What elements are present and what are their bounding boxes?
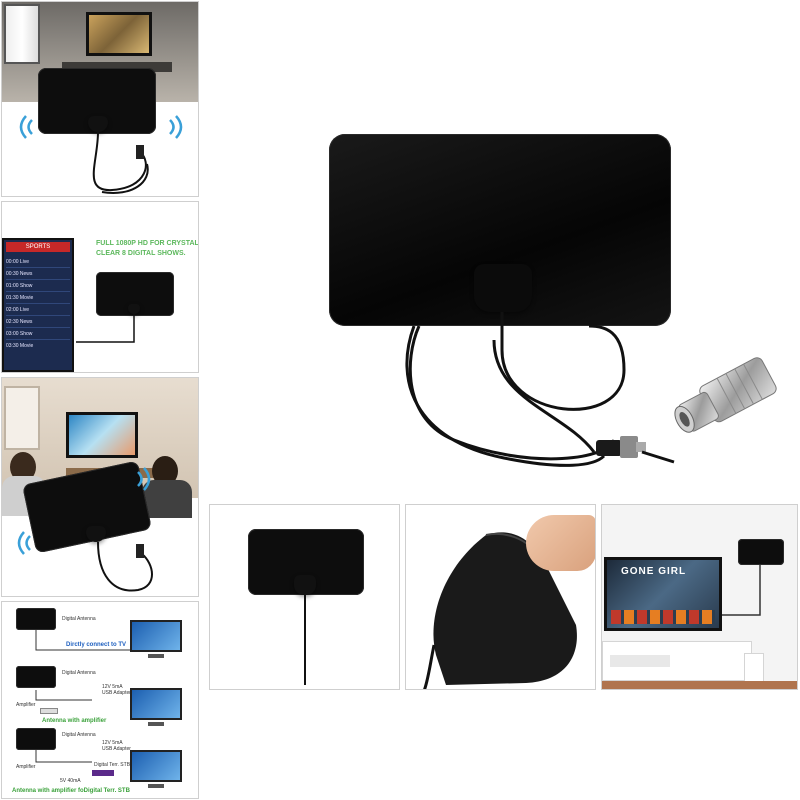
- cabinet-shelf: [610, 655, 670, 667]
- diagram-antenna-1: [16, 608, 56, 630]
- promo-headline-2: CLEAR 8 DIGITAL SHOWS.: [96, 250, 186, 257]
- main-product-image[interactable]: [204, 0, 800, 500]
- diagram-amplifier-label-3: Amplifier: [16, 764, 36, 770]
- wall-tv: [86, 12, 152, 56]
- thumb-antenna-front[interactable]: [209, 504, 400, 690]
- diagram-antenna-label-3: Digital Antenna: [62, 732, 96, 738]
- person-right-body: [142, 480, 192, 520]
- antenna-cable: [97, 541, 153, 592]
- antenna-hub: [128, 304, 140, 314]
- window-frame: [4, 386, 40, 450]
- floor: [602, 681, 797, 689]
- diagram-power-label-3: 5V 40mA: [60, 778, 81, 784]
- antenna-hub: [474, 264, 532, 312]
- antenna-hub: [88, 116, 108, 132]
- diagram-antenna-2: [16, 666, 56, 688]
- thumb-flexible-panel[interactable]: [405, 504, 596, 690]
- guide-row: 00:30 News: [6, 268, 70, 280]
- diagram-antenna-label-1: Digital Antenna: [62, 616, 96, 622]
- movie-title: GONE GIRL: [621, 566, 687, 577]
- diagram-adapter-label-2a: 12V 5mA: [102, 684, 123, 690]
- antenna-cable: [92, 131, 149, 194]
- thumb-family-tv[interactable]: [1, 377, 199, 597]
- diagram-tv-base-2: [148, 722, 164, 726]
- guide-row: 00:00 Live: [6, 256, 70, 268]
- signal-wave-icon: [169, 115, 183, 139]
- diagram-adapter-label-3a: 12V 5mA: [102, 740, 123, 746]
- antenna-panel: [738, 539, 784, 565]
- diagram-tv-3: [130, 750, 182, 782]
- thumb-channel-guide[interactable]: SPORTS 00:00 Live 00:30 News 01:00 Show …: [1, 201, 199, 373]
- thumb-living-room[interactable]: [1, 1, 199, 197]
- diagram-antenna-3: [16, 728, 56, 750]
- guide-row: 02:30 News: [6, 316, 70, 328]
- antenna-cable: [722, 565, 761, 616]
- coaxial-connector-icon: [674, 357, 777, 433]
- diagram-amplifier-label-2: Amplifier: [16, 702, 36, 708]
- antenna-hub: [294, 575, 316, 595]
- guide-screen: SPORTS 00:00 Live 00:30 News 01:00 Show …: [2, 238, 74, 372]
- tv-stand: [62, 62, 172, 72]
- diagram-antenna-label-2: Digital Antenna: [62, 670, 96, 676]
- diagram-tv-base-1: [148, 654, 164, 658]
- diagram-caption-2: Antenna with amplifier: [42, 718, 107, 724]
- diagram-stb-3: [92, 770, 114, 776]
- antenna-cable: [304, 595, 306, 685]
- antenna-cable: [76, 314, 135, 343]
- guide-row: 02:00 Live: [6, 304, 70, 316]
- signal-wave-icon: [17, 531, 31, 555]
- signal-wave-icon: [137, 467, 151, 491]
- diagram-stb-label-3: Digital Terr. STB: [94, 762, 131, 768]
- promo-headline-1: FULL 1080P HD FOR CRYSTAL: [96, 240, 199, 247]
- guide-row: 01:00 Show: [6, 280, 70, 292]
- guide-rows: 00:00 Live 00:30 News 01:00 Show 01:30 M…: [6, 256, 70, 352]
- poster-row: [611, 610, 715, 624]
- diagram-tv-2: [130, 688, 182, 720]
- hand: [526, 515, 595, 571]
- guide-row: 03:30 Movie: [6, 343, 34, 349]
- diagram-tv-base-3: [148, 784, 164, 788]
- diagram-tv-1: [130, 620, 182, 652]
- signal-wave-icon: [19, 115, 33, 139]
- diagram-cable-1: [35, 630, 130, 763]
- diagram-caption-3: Antenna with amplifier foDigital Terr. S…: [12, 788, 130, 794]
- diagram-adapter-label-2b: USB Adapter: [102, 690, 131, 696]
- wall-tv: [66, 412, 138, 458]
- guide-row: 01:30 Movie: [6, 292, 70, 304]
- wall-tv: GONE GIRL: [604, 557, 722, 631]
- thumb-connection-diagram[interactable]: Digital Antenna Dirctly connect to TV Di…: [1, 601, 199, 799]
- room-window: [4, 4, 40, 64]
- diagram-amplifier-2: [40, 708, 58, 714]
- guide-row: 03:00 Show: [6, 328, 70, 340]
- guide-header: SPORTS: [6, 242, 70, 252]
- antenna-hub: [86, 526, 106, 542]
- thumb-tv-setup[interactable]: GONE GIRL: [601, 504, 798, 690]
- antenna-cable: [405, 312, 675, 467]
- diagram-caption-1: Dirctly connect to TV: [66, 642, 127, 648]
- diagram-adapter-label-3b: USB Adapter: [102, 746, 131, 752]
